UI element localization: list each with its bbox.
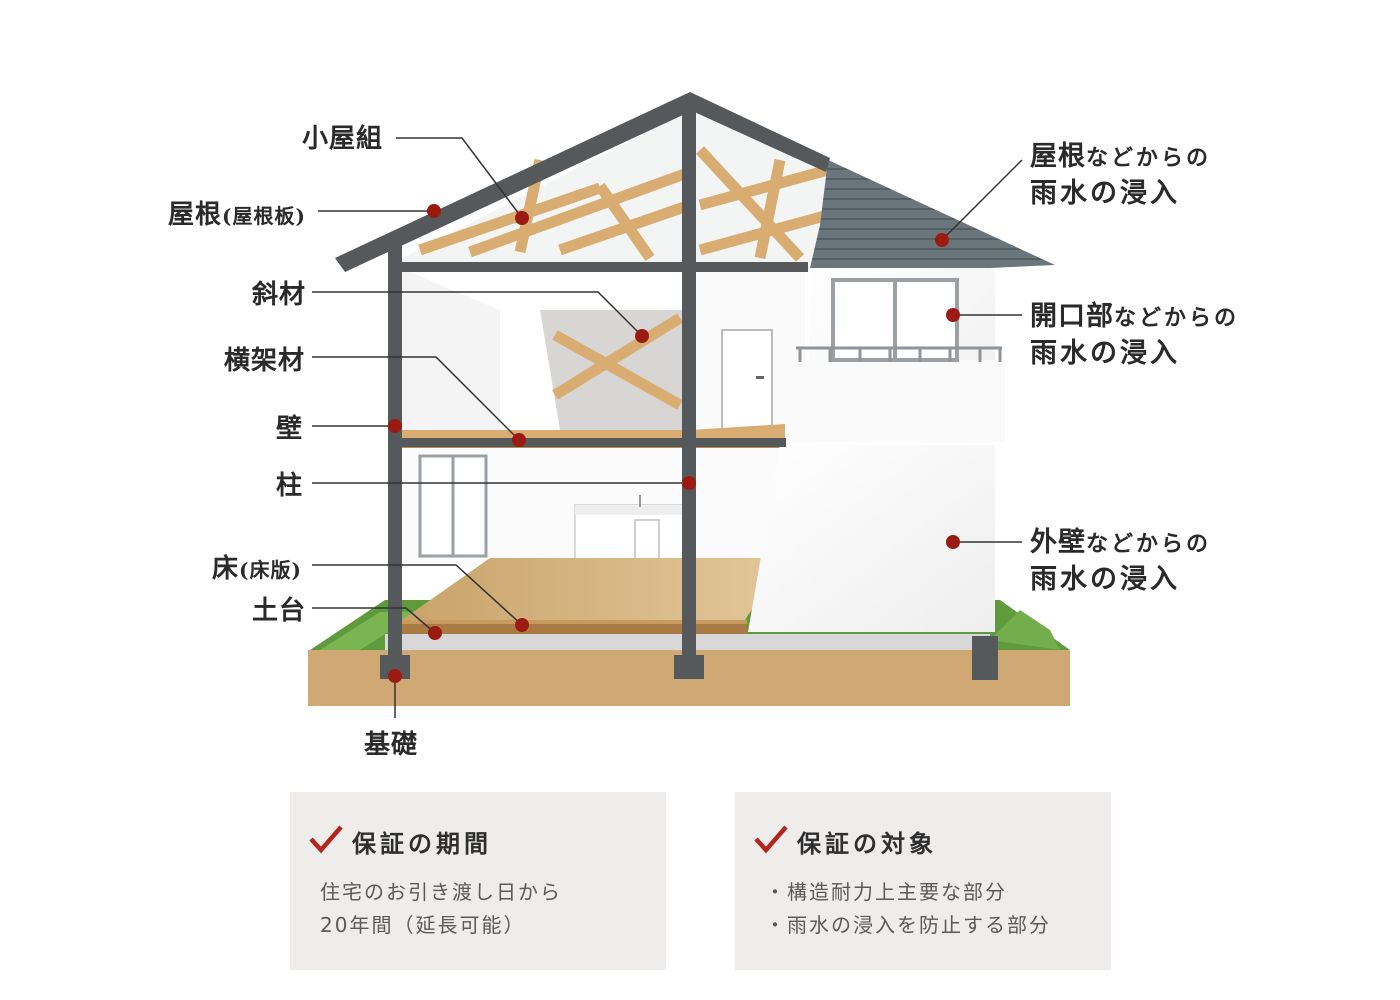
label-yane-sub: (屋根板)	[222, 204, 306, 228]
exterior-wall	[748, 262, 1005, 632]
label-yuka-sub: (床版)	[239, 558, 302, 582]
exterior-roof	[810, 160, 1055, 268]
leader-dodai	[312, 607, 436, 634]
label-kabe: 壁	[276, 414, 304, 444]
check-icon	[309, 825, 343, 854]
warranty-scope-body: ・構造耐力上主要な部分 ・雨水の浸入を防止する部分	[765, 876, 1051, 942]
warranty-scope-line-2: ・雨水の浸入を防止する部分	[765, 913, 1051, 937]
warranty-period-line-1: 住宅のお引き渡し日から	[320, 880, 562, 904]
label-dodai: 土台	[252, 596, 307, 626]
marker-dodai	[428, 626, 442, 640]
marker-kiso	[388, 669, 402, 683]
leader-lines	[312, 137, 1023, 718]
label-opening-leak-head: 開口部	[1030, 301, 1114, 332]
marker-yokokazai	[512, 433, 526, 447]
marker-roof	[935, 233, 949, 247]
marker-koyagumi	[515, 211, 529, 225]
label-hashira: 柱	[276, 471, 304, 501]
first-floor-interior	[400, 448, 780, 568]
balcony-railing	[796, 346, 1002, 362]
label-opening-leak: 開口部などからの 雨水の浸入	[1030, 300, 1239, 371]
label-yane: 屋根(屋根板)	[168, 194, 306, 231]
label-opening-leak-line2: 雨水の浸入	[1030, 338, 1180, 369]
label-roof-leak-line2: 雨水の浸入	[1030, 178, 1180, 209]
label-roof-leak-tail: などからの	[1086, 145, 1212, 171]
leader-yuka	[312, 564, 523, 626]
warranty-period-line-2: 20年間（延長可能）	[320, 913, 526, 937]
structural-frame	[335, 92, 998, 680]
house-structure-diagram	[308, 92, 1070, 718]
marker-yane	[427, 204, 441, 218]
label-yane-main: 屋根	[168, 200, 223, 230]
label-roof-leak-head: 屋根	[1030, 141, 1086, 172]
label-kiso: 基礎	[364, 730, 419, 760]
marker-opening	[946, 308, 960, 322]
warranty-scope-card: 保証の対象 ・構造耐力上主要な部分 ・雨水の浸入を防止する部分	[735, 792, 1111, 970]
label-wall-leak: 外壁などからの 雨水の浸入	[1030, 526, 1211, 597]
warranty-period-body: 住宅のお引き渡し日から 20年間（延長可能）	[320, 876, 562, 942]
check-icon	[754, 825, 788, 854]
marker-shazai	[635, 329, 649, 343]
diagonal-brace	[552, 313, 683, 410]
roof-truss	[418, 146, 830, 262]
leader-shazai	[312, 291, 643, 337]
warranty-period-title: 保証の期間	[352, 830, 492, 858]
marker-hashira	[682, 476, 696, 490]
label-opening-leak-tail: などからの	[1114, 305, 1240, 331]
label-yuka: 床(床版)	[212, 548, 302, 585]
label-yokokazai: 横架材	[224, 346, 306, 376]
label-roof-leak: 屋根などからの 雨水の浸入	[1030, 140, 1211, 211]
kitchen-counter	[574, 504, 686, 568]
label-shazai: 斜材	[252, 280, 307, 310]
label-koyagumi: 小屋組	[302, 124, 384, 154]
warranty-period-card: 保証の期間 住宅のお引き渡し日から 20年間（延長可能）	[290, 792, 666, 970]
marker-yuka	[515, 618, 529, 632]
warranty-scope-line-1: ・構造耐力上主要な部分	[765, 880, 1007, 904]
interior-door	[721, 329, 773, 431]
leader-yokokazai	[312, 356, 520, 441]
leader-koyagumi	[396, 137, 523, 219]
label-wall-leak-line2: 雨水の浸入	[1030, 564, 1180, 595]
label-wall-leak-head: 外壁	[1030, 527, 1086, 558]
second-floor-interior	[400, 268, 805, 431]
label-yuka-main: 床	[212, 554, 240, 584]
warranty-scope-title: 保証の対象	[797, 830, 937, 858]
markers	[388, 204, 960, 683]
label-wall-leak-tail: などからの	[1086, 531, 1212, 557]
leader-roof	[941, 159, 1023, 241]
marker-kabe	[388, 419, 402, 433]
marker-wall	[946, 535, 960, 549]
